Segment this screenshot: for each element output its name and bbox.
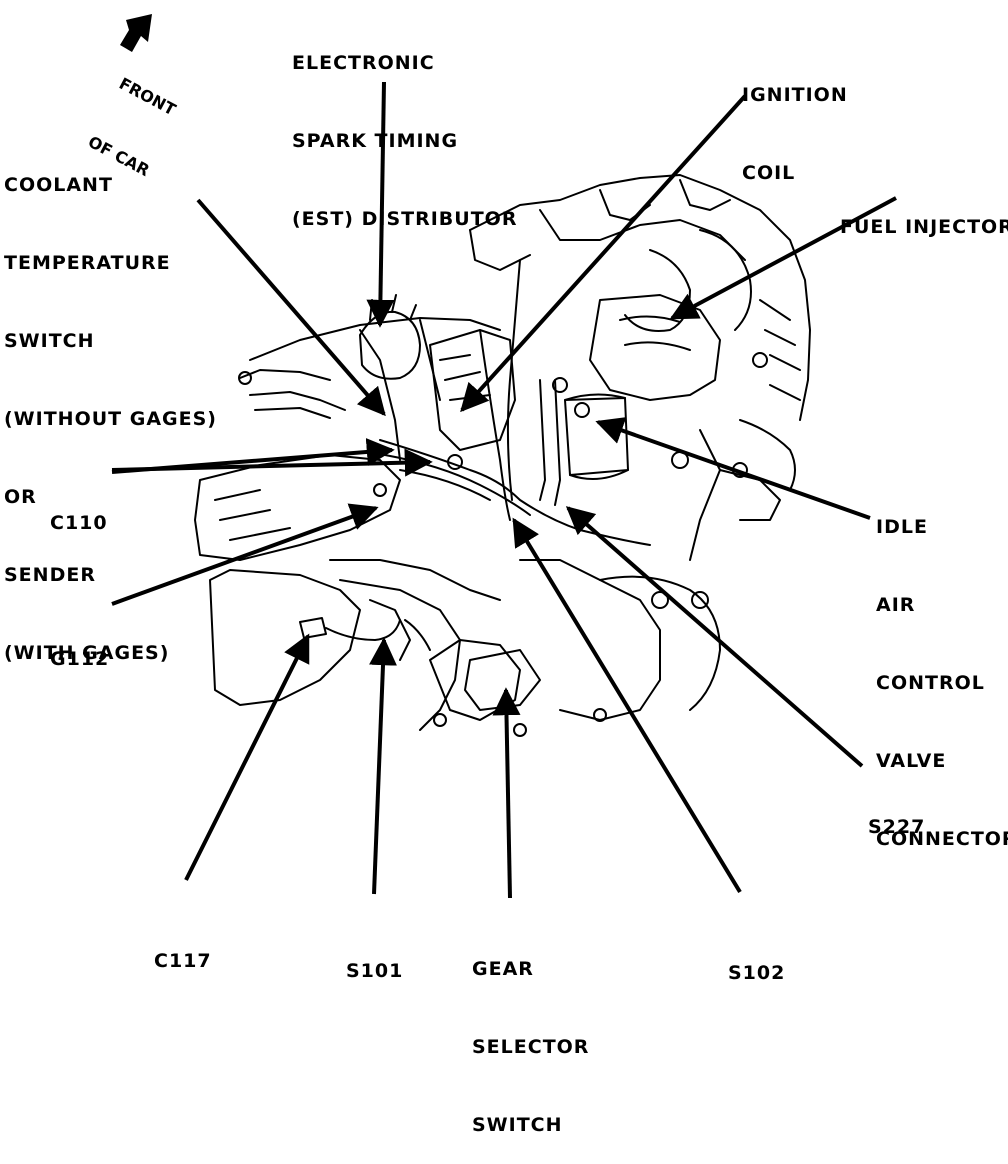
label-line: COIL bbox=[742, 162, 796, 184]
arrow-g112 bbox=[111, 503, 379, 606]
arrow-s227 bbox=[565, 506, 864, 768]
label-line: AIR bbox=[876, 594, 916, 616]
label-c110: C110 bbox=[50, 458, 108, 562]
callout-arrows bbox=[111, 81, 897, 899]
arrow-fuel-injector bbox=[669, 196, 897, 320]
label-line: G112 bbox=[50, 648, 110, 670]
label-est-distributor: ELECTRONIC SPARK TIMING (EST) DISTRIBUTO… bbox=[292, 0, 517, 258]
label-line: OR bbox=[4, 486, 37, 508]
label-coolant-temp: COOLANT TEMPERATURE SWITCH (WITHOUT GAGE… bbox=[4, 120, 217, 692]
arrow-gear-selector bbox=[492, 687, 521, 899]
arrow-est-distributor bbox=[366, 81, 395, 328]
label-line: SENDER bbox=[4, 564, 96, 586]
arrow-ignition-coil bbox=[460, 94, 747, 413]
label-line: CONTROL bbox=[876, 672, 985, 694]
label-line: IGNITION bbox=[742, 84, 848, 106]
label-g112: G112 bbox=[50, 594, 109, 698]
label-line: SWITCH bbox=[4, 330, 95, 352]
label-line: IDLE bbox=[876, 516, 928, 538]
arrow-c110-b bbox=[111, 438, 395, 474]
label-line: GEAR bbox=[472, 958, 534, 980]
label-line: VALVE bbox=[876, 750, 947, 772]
label-c117: C117 bbox=[154, 896, 212, 1000]
label-line: FUEL INJECTOR bbox=[840, 216, 1008, 238]
engine-wiring-diagram bbox=[111, 14, 897, 899]
label-line: (WITHOUT GAGES) bbox=[4, 408, 217, 430]
arrow-coolant-temp bbox=[196, 198, 386, 417]
label-fuel-injector: FUEL INJECTOR bbox=[840, 162, 1008, 266]
label-line: (EST) DISTRIBUTOR bbox=[292, 208, 518, 230]
label-line: SELECTOR bbox=[472, 1036, 590, 1058]
label-s101: S101 bbox=[346, 906, 403, 1010]
label-line: S227 bbox=[868, 816, 926, 838]
front-line-1: FRONT bbox=[115, 73, 179, 120]
engine-illustration bbox=[194, 174, 811, 737]
label-line: SWITCH bbox=[472, 1114, 563, 1136]
front-arrow-icon bbox=[120, 14, 152, 52]
label-ignition-coil: IGNITION COIL bbox=[742, 30, 848, 212]
label-line: TEMPERATURE bbox=[4, 252, 171, 274]
label-line: S102 bbox=[728, 962, 786, 984]
arrow-s101 bbox=[369, 637, 397, 895]
arrow-idle-air bbox=[595, 417, 871, 520]
label-line: C117 bbox=[154, 950, 212, 972]
label-idle-air: IDLE AIR CONTROL VALVE CONNECTOR bbox=[876, 462, 1008, 878]
label-s102: S102 bbox=[728, 908, 785, 1012]
label-gear-selector: GEAR SELECTOR SWITCH bbox=[472, 904, 589, 1164]
label-line: CONNECTOR bbox=[876, 828, 1008, 850]
label-line: C110 bbox=[50, 512, 108, 534]
label-line: COOLANT bbox=[4, 174, 113, 196]
label-line: SPARK TIMING bbox=[292, 130, 459, 152]
label-line: (WITH GAGES) bbox=[4, 642, 170, 664]
label-s227: S227 bbox=[868, 762, 925, 866]
label-line: ELECTRONIC bbox=[292, 52, 435, 74]
label-line: S101 bbox=[346, 960, 404, 982]
arrow-c117 bbox=[184, 633, 310, 881]
arrow-s102 bbox=[512, 517, 742, 894]
